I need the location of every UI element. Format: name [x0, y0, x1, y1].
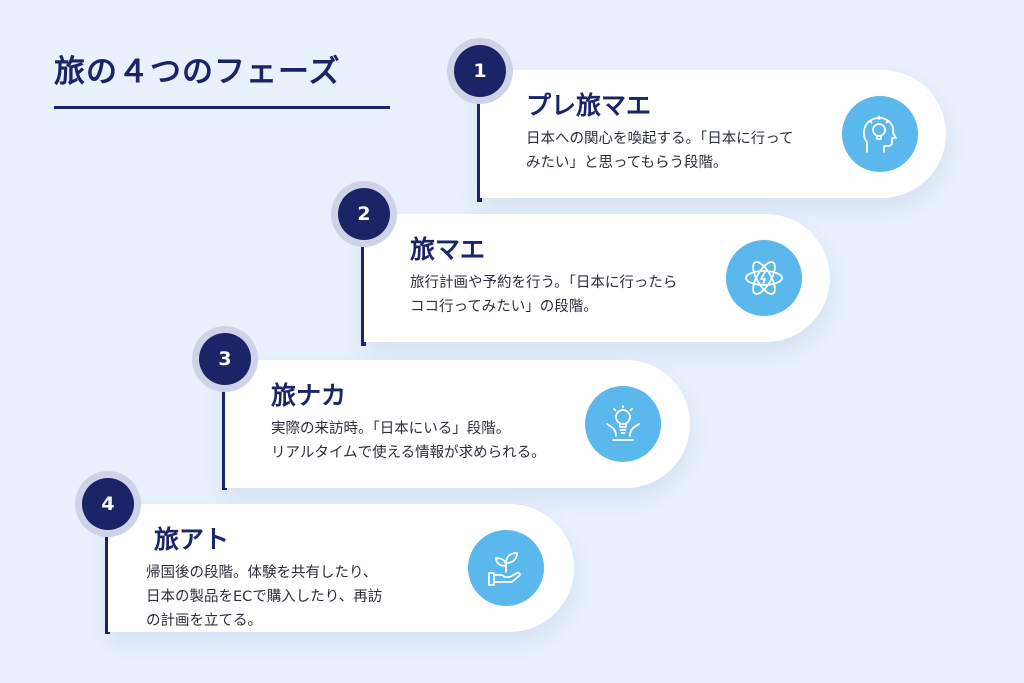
- phase-3-description: 実際の来訪時。「日本にいる」段階。 リアルタイムで使える情報が求められる。: [271, 421, 546, 461]
- phase-card-1: プレ旅マエ 日本への関心を喚起する。「日本に行って みたい」と思ってもらう段階。: [480, 70, 946, 198]
- phase-2-title: 旅マエ: [410, 235, 486, 264]
- lightbulb-hand-icon: [585, 386, 661, 462]
- phase-card-4: 旅アト 帰国後の段階。体験を共有したり、 日本の製品をECで購入したり、再訪 の…: [108, 504, 574, 632]
- plant-hand-icon: [468, 530, 544, 606]
- page-title: 旅の４つのフェーズ: [54, 54, 341, 90]
- phase-3-number-badge: 3: [199, 333, 251, 385]
- phase-1-connector: [477, 80, 482, 202]
- phase-3-title: 旅ナカ: [271, 381, 347, 410]
- phase-card-2: 旅マエ 旅行計画や予約を行う。「日本に行ったら ココ行ってみたい」の段階。: [364, 214, 830, 342]
- phase-3-connector: [222, 368, 227, 490]
- phase-2-description: 旅行計画や予約を行う。「日本に行ったら ココ行ってみたい」の段階。: [410, 275, 678, 315]
- phase-2-number-badge: 2: [338, 188, 390, 240]
- phase-1-title: プレ旅マエ: [526, 91, 652, 120]
- title-underline: [54, 106, 390, 109]
- atom-icon: [726, 240, 802, 316]
- head-lightbulb-icon: [842, 96, 918, 172]
- phase-card-3: 旅ナカ 実際の来訪時。「日本にいる」段階。 リアルタイムで使える情報が求められる…: [225, 360, 690, 488]
- phase-4-number-badge: 4: [82, 478, 134, 530]
- phase-1-number-badge: 1: [454, 45, 506, 97]
- phase-1-description: 日本への関心を喚起する。「日本に行って みたい」と思ってもらう段階。: [526, 131, 794, 171]
- phase-4-title: 旅アト: [154, 525, 230, 554]
- phase-2-connector: [361, 222, 366, 346]
- phase-4-connector: [105, 512, 110, 634]
- phase-4-description: 帰国後の段階。体験を共有したり、 日本の製品をECで購入したり、再訪 の計画を立…: [146, 565, 383, 629]
